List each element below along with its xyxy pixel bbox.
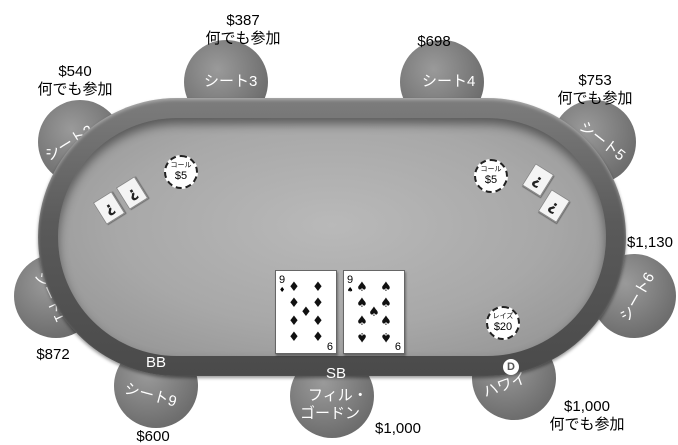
seat-3-label: シート3 — [204, 70, 257, 91]
dealer-button: D — [503, 359, 519, 375]
seat-3-stack: $387 — [200, 12, 286, 29]
nine-of-diamonds-face: 9 ♦ 6 ♦ ♦ ♦ ♦ ♦ ♦ ♦ ♦ ♦ — [276, 271, 336, 353]
seat-hawaii-stack: $1,000 — [540, 398, 634, 415]
card-2-corner-suit: ♠ — [347, 286, 353, 294]
diamond-pip: ♦ — [312, 330, 324, 345]
diamond-pip: ♦ — [288, 314, 300, 329]
hole-card-9-diamonds: 9 ♦ 6 ♦ ♦ ♦ ♦ ♦ ♦ ♦ ♦ ♦ — [275, 270, 337, 354]
spade-pip: ♠ — [356, 280, 368, 295]
diamond-pip: ♦ — [288, 296, 300, 311]
hawaii-bet-chip: レイズ $20 — [486, 306, 520, 340]
diamond-pip: ♦ — [312, 280, 324, 295]
seat-9-stack: $600 — [130, 428, 176, 445]
seat-2-status: 何でも参加 — [28, 81, 122, 98]
seat-9-label: シート9 — [122, 377, 179, 411]
card-1-rank: 9 — [279, 274, 285, 286]
spade-pip: ♠ — [380, 329, 392, 344]
seat-5-status: 何でも参加 — [548, 90, 642, 107]
card-1-bottom-rank: 6 — [327, 341, 333, 353]
nine-of-spades-face: 9 ♠ 6 ♠ ♠ ♠ ♠ ♠ ♠ ♠ ♠ ♠ — [344, 271, 404, 353]
seat-phil-gordon-stack: $1,000 — [368, 420, 428, 437]
card-2-bottom-rank: 6 — [395, 341, 401, 353]
seat-2-bet-action: コール — [166, 162, 196, 170]
spade-pip: ♠ — [380, 296, 392, 311]
seat-5-bet-action: コール — [476, 166, 506, 174]
seat-6-stack: $1,130 — [624, 234, 676, 251]
card-2-rank: 9 — [347, 274, 353, 286]
diamond-pip: ♦ — [288, 280, 300, 295]
spade-pip: ♠ — [356, 314, 368, 329]
hawaii-bet-action: レイズ — [488, 313, 518, 321]
hawaii-bet-amount: $20 — [488, 321, 518, 333]
spade-pip: ♠ — [380, 280, 392, 295]
spade-pip: ♠ — [368, 305, 380, 320]
seat-6-label: シート6 — [614, 268, 659, 325]
spade-pip: ♠ — [356, 296, 368, 311]
seat-5-bet-chip: コール $5 — [474, 159, 508, 193]
small-blind-label: SB — [326, 365, 346, 382]
diamond-pip: ♦ — [288, 330, 300, 345]
seat-5-stack: $753 — [548, 72, 642, 89]
spade-pip: ♠ — [356, 329, 368, 344]
diamond-pip: ♦ — [300, 305, 312, 320]
seat-hawaii-status: 何でも参加 — [540, 416, 634, 433]
diamond-pip: ♦ — [312, 314, 324, 329]
card-1-corner-suit: ♦ — [279, 286, 285, 294]
seat-2-stack: $540 — [28, 63, 122, 80]
seat-2-bet-chip: コール $5 — [164, 155, 198, 189]
big-blind-label: BB — [146, 354, 166, 371]
seat-4-label: シート4 — [422, 70, 475, 91]
seat-2-bet-amount: $5 — [166, 170, 196, 182]
spade-pip: ♠ — [380, 314, 392, 329]
diamond-pip: ♦ — [312, 296, 324, 311]
hole-card-9-spades: 9 ♠ 6 ♠ ♠ ♠ ♠ ♠ ♠ ♠ ♠ ♠ — [343, 270, 405, 354]
seat-1-stack: $872 — [30, 346, 76, 363]
seat-4-stack: $698 — [404, 33, 464, 50]
seat-phil-gordon-label-line2: ゴードン — [300, 402, 360, 423]
seat-5-bet-amount: $5 — [476, 174, 506, 186]
seat-3-status: 何でも参加 — [200, 30, 286, 47]
